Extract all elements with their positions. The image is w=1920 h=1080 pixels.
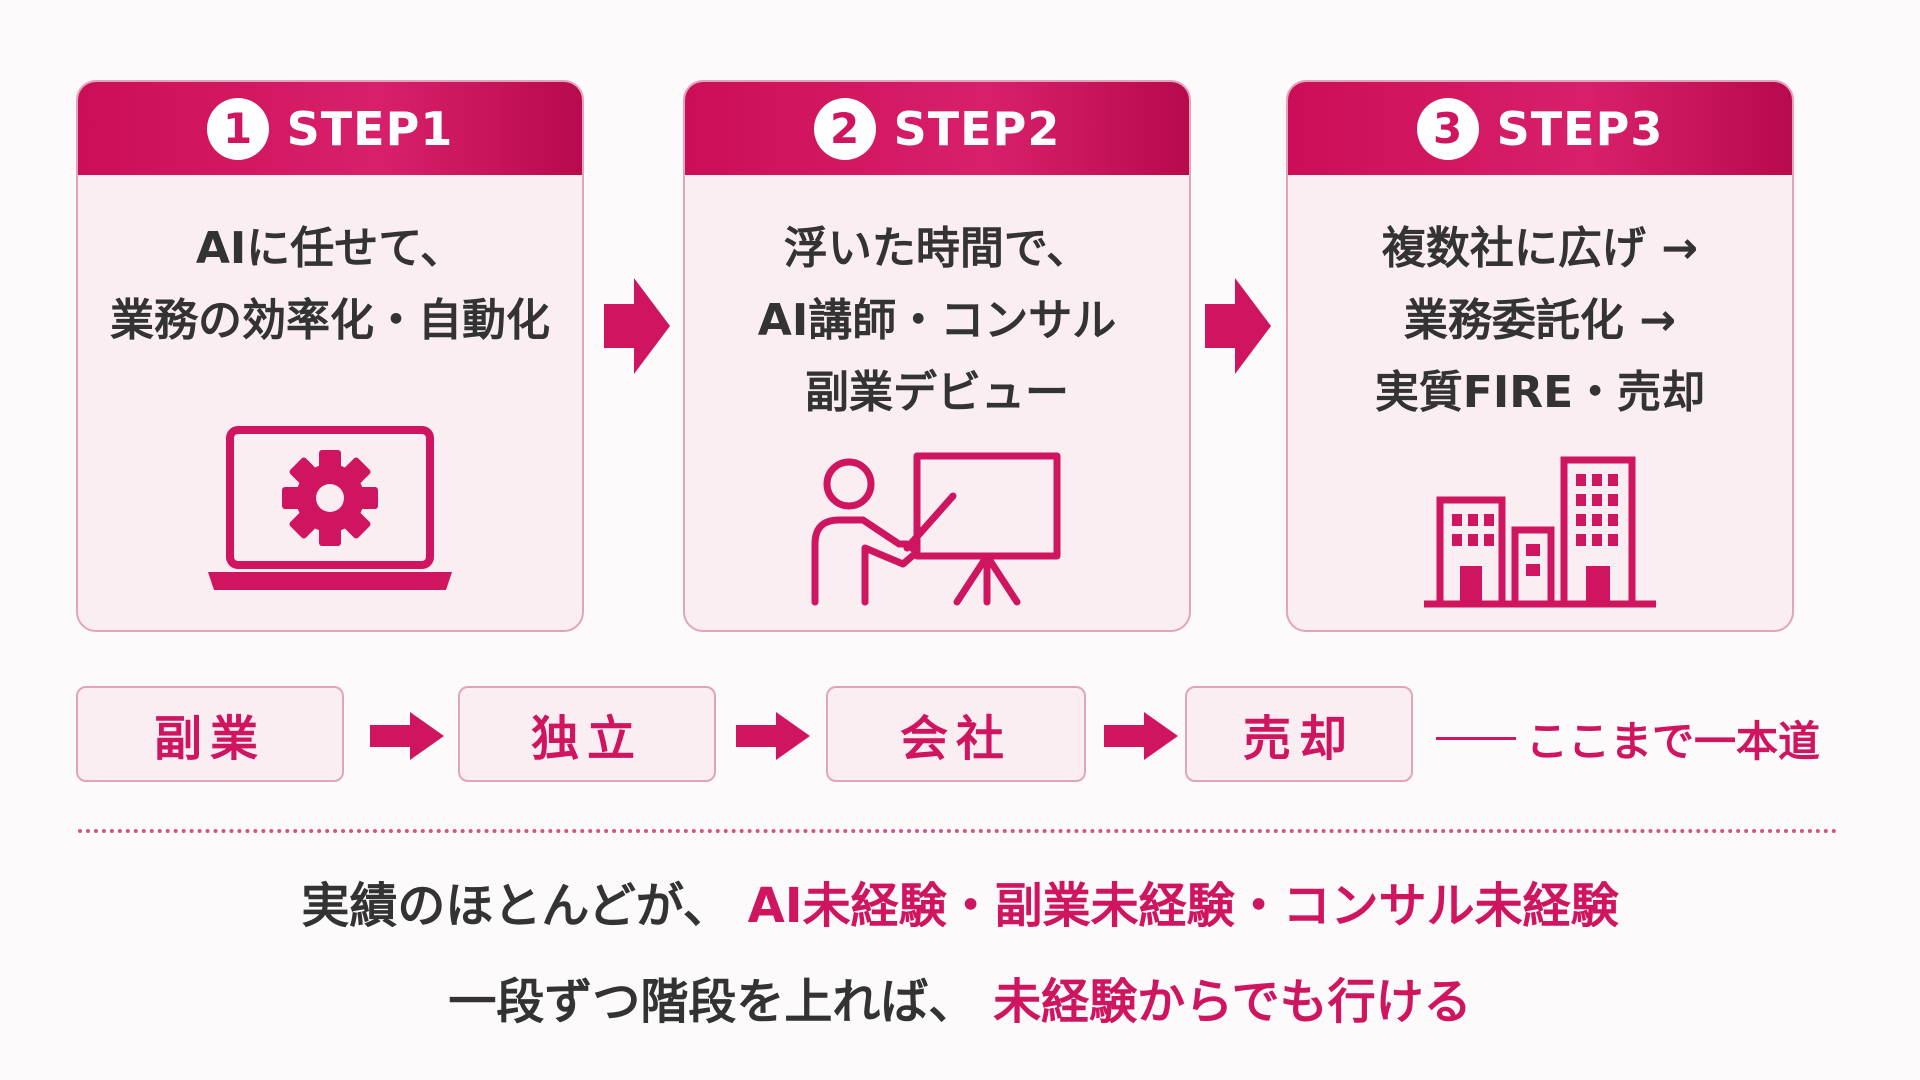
arrow-right-icon — [736, 712, 810, 760]
step-label-2: STEP2 — [893, 101, 1061, 156]
path-tagline: ここまで一本道 — [1436, 708, 1820, 769]
bottom-line-2-highlight: 未経験からでも行ける — [993, 974, 1472, 1030]
step-text-line: AI講師・コンサル — [757, 295, 1117, 346]
bottom-line-1-prefix: 実績のほとんどが、 — [301, 878, 731, 934]
arrow-right-icon — [1205, 278, 1271, 374]
step-text-line: 浮いた時間で、 — [783, 223, 1091, 274]
step-text-3: 複数社に広げ → 業務委託化 → 実質FIRE・売却 — [1288, 213, 1792, 429]
step-card-2: 2 STEP2 浮いた時間で、 AI講師・コンサル 副業デビュー — [683, 80, 1191, 632]
step-number-3: 3 — [1416, 97, 1479, 160]
step-card-1: 1 STEP1 AIに任せて、 業務の効率化・自動化 — [76, 80, 584, 632]
step-number-1: 1 — [206, 97, 269, 160]
path-stage-4: 売却 — [1185, 686, 1413, 782]
step-label-3: STEP3 — [1496, 101, 1664, 156]
step-text-2: 浮いた時間で、 AI講師・コンサル 副業デビュー — [685, 213, 1189, 429]
step-header-1: 1 STEP1 — [78, 82, 582, 175]
step-header-3: 3 STEP3 — [1288, 82, 1792, 175]
tagline-dash — [1436, 737, 1516, 740]
step-text-line: 複数社に広げ → — [1381, 223, 1699, 274]
path-stage-1: 副業 — [76, 686, 344, 782]
path-stage-3: 会社 — [826, 686, 1086, 782]
path-stage-2: 独立 — [458, 686, 716, 782]
arrow-right-icon — [1104, 712, 1178, 760]
step-header-2: 2 STEP2 — [685, 82, 1189, 175]
step-text-line: 実質FIRE・売却 — [1374, 367, 1706, 418]
step-text-line: 業務の効率化・自動化 — [110, 295, 550, 346]
bottom-line-1-highlight: AI未経験・副業未経験・コンサル未経験 — [747, 878, 1619, 934]
arrow-right-icon — [604, 278, 670, 374]
bottom-line-2: 一段ずつ階段を上れば、 未経験からでも行ける — [0, 962, 1920, 1032]
dotted-divider — [78, 829, 1838, 833]
laptop-gear-icon — [208, 426, 452, 590]
presenter-whiteboard-icon — [811, 452, 1061, 606]
step-number-2: 2 — [813, 97, 876, 160]
bottom-line-2-prefix: 一段ずつ階段を上れば、 — [448, 974, 977, 1030]
buildings-icon — [1424, 456, 1656, 608]
bottom-line-1: 実績のほとんどが、 AI未経験・副業未経験・コンサル未経験 — [0, 866, 1920, 936]
step-label-1: STEP1 — [286, 101, 454, 156]
step-text-line: 副業デビュー — [805, 367, 1069, 418]
step-text-1: AIに任せて、 業務の効率化・自動化 — [78, 213, 582, 357]
step-card-3: 3 STEP3 複数社に広げ → 業務委託化 → 実質FIRE・売却 — [1286, 80, 1794, 632]
tagline-text: ここまで一本道 — [1526, 717, 1821, 766]
step-text-line: AIに任せて、 — [195, 223, 465, 274]
step-text-line: 業務委託化 → — [1403, 295, 1677, 346]
arrow-right-icon — [370, 712, 444, 760]
